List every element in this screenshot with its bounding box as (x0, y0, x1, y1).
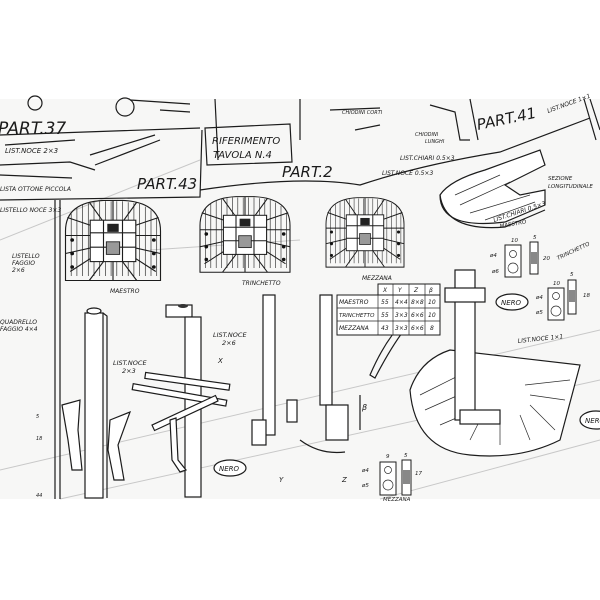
dim: 10 (553, 281, 560, 287)
part37-label: PART.37 (0, 119, 66, 139)
x-dim-label: X (217, 357, 223, 365)
platform-drawing (409, 269, 581, 457)
mezzana-mast-drawing (251, 294, 419, 454)
chiodini-lunghi-label-2: LUNGHI (425, 139, 445, 145)
chiodini-corti-label: CHIODINI CORTI (342, 110, 383, 116)
cell: 3×3 (395, 312, 408, 319)
th-x: X (382, 287, 388, 294)
beta-dim-label: β (361, 403, 367, 412)
quadrello-label-2: FAGGIO 4×4 (0, 326, 38, 333)
listello-faggio-label-3: 2×6 (12, 267, 25, 274)
cell: 8×8 (411, 299, 424, 306)
th-y: Y (398, 287, 403, 294)
sezione-label-2: LONGITUDINALE (548, 184, 593, 190)
labels: PART.37 LIST.NOCE 2×3 LISTA OTTONE PICCO… (0, 93, 593, 499)
lista-ottone-label: LISTA OTTONE PICCOLA (0, 186, 71, 193)
part43-label: PART.43 (137, 175, 197, 193)
part37-drawing (0, 95, 191, 179)
listello-faggio-label-1: LISTELLO (12, 253, 40, 260)
nero-label-3: NERO (585, 417, 600, 425)
detail-mezzana: 9 5 17 ø4 ø5 MEZZANA (361, 453, 422, 503)
cell: 10 (428, 299, 436, 306)
left-dim-a: 5 (36, 414, 39, 420)
list-noce-2x3-label: LIST.NOCE 2×3 (5, 147, 58, 155)
list-noce-1x1-label: LIST.NOCE 1×1 (517, 333, 563, 345)
list-chiari-label-a: LIST.CHIARI 0.5×3 (400, 155, 455, 162)
table-row: MAESTRO 55 4×4 8×8 10 (339, 299, 436, 306)
cell: 3×3 (395, 325, 408, 332)
list-noce-2x6-a: LIST.NOCE (213, 331, 247, 339)
list-noce-05-label: LIST.NOCE 0.5×3 (382, 170, 433, 177)
nero-callouts: NERO NERO NERO (213, 293, 600, 477)
detail-title: MAESTRO (499, 219, 527, 230)
chiodini-lunghi-label-1: CHIODINI (415, 132, 439, 138)
listello-noce-label: LISTELLO NOCE 3×3 (0, 207, 61, 214)
dim: 9 (386, 454, 390, 460)
th-z: Z (413, 287, 419, 294)
sezione-label-1: SEZIONE (548, 176, 573, 182)
detail-title: MEZZANA (383, 497, 411, 503)
left-dim-c: 44 (36, 493, 42, 499)
dim: 5 (570, 272, 574, 278)
cell: 6×6 (411, 312, 424, 319)
dim: ø5 (535, 310, 543, 316)
y-dim-label: Y (279, 476, 284, 484)
cell: 55 (381, 312, 389, 319)
dim: 20 (543, 256, 550, 262)
dimensions-table: X Y Z β MAESTRO 55 4×4 8×8 10 TRINCHETTO… (336, 283, 441, 336)
nero-label-2: NERO (501, 299, 522, 307)
cell: 4×4 (395, 299, 408, 306)
cell: MAESTRO (339, 299, 369, 306)
list-noce-2x3-a: LIST.NOCE (113, 359, 147, 367)
top-trinchetto-label: TRINCHETTO (242, 280, 281, 287)
panel-borders (0, 98, 600, 499)
dim: 5 (404, 453, 408, 459)
part41-drawing (329, 104, 546, 229)
part2-label: PART.2 (282, 163, 333, 181)
dim: ø6 (491, 269, 499, 275)
listello-faggio-label-2: FAGGIO (12, 260, 35, 267)
dim: ø5 (361, 483, 369, 489)
cell: 6×6 (411, 325, 424, 332)
z-dim-label: Z (341, 476, 347, 484)
dim: ø4 (535, 295, 543, 301)
top-maestro-label: MAESTRO (110, 288, 140, 295)
dim: 10 (511, 238, 518, 244)
top-mezzana-label: MEZZANA (362, 275, 392, 282)
cell: 43 (381, 325, 389, 332)
detail-maestro: MAESTRO 10 5 20 ø4 ø6 (489, 219, 550, 278)
reference-line1: RIFERIMENTO (212, 136, 280, 147)
cell: 10 (428, 312, 436, 319)
maestro-mast-drawing (61, 307, 132, 499)
left-dim-b: 18 (36, 436, 42, 442)
cell: TRINCHETTO (339, 313, 375, 319)
dim: 18 (583, 293, 590, 299)
cell: MEZZANA (339, 325, 369, 332)
quadrello-label-1: QUADRELLO (0, 319, 37, 326)
list-noce-2x6-b: 2×6 (222, 339, 236, 347)
th-beta: β (429, 287, 433, 294)
table-row: TRINCHETTO 55 3×3 6×6 10 (339, 312, 436, 319)
reference-line2: TAVOLA N.4 (213, 150, 272, 161)
nero-label-1: NERO (219, 465, 240, 473)
trinchetto-mast-drawing (131, 304, 231, 498)
dim: 17 (415, 471, 422, 477)
cell: 55 (381, 299, 389, 306)
list-noce-2x3-b: 2×3 (122, 367, 136, 375)
table-row: MEZZANA 43 3×3 6×6 8 (339, 325, 434, 332)
dim: ø4 (361, 468, 369, 474)
dim: 5 (533, 235, 537, 241)
cell: 8 (430, 325, 434, 332)
dim: ø4 (489, 253, 497, 259)
